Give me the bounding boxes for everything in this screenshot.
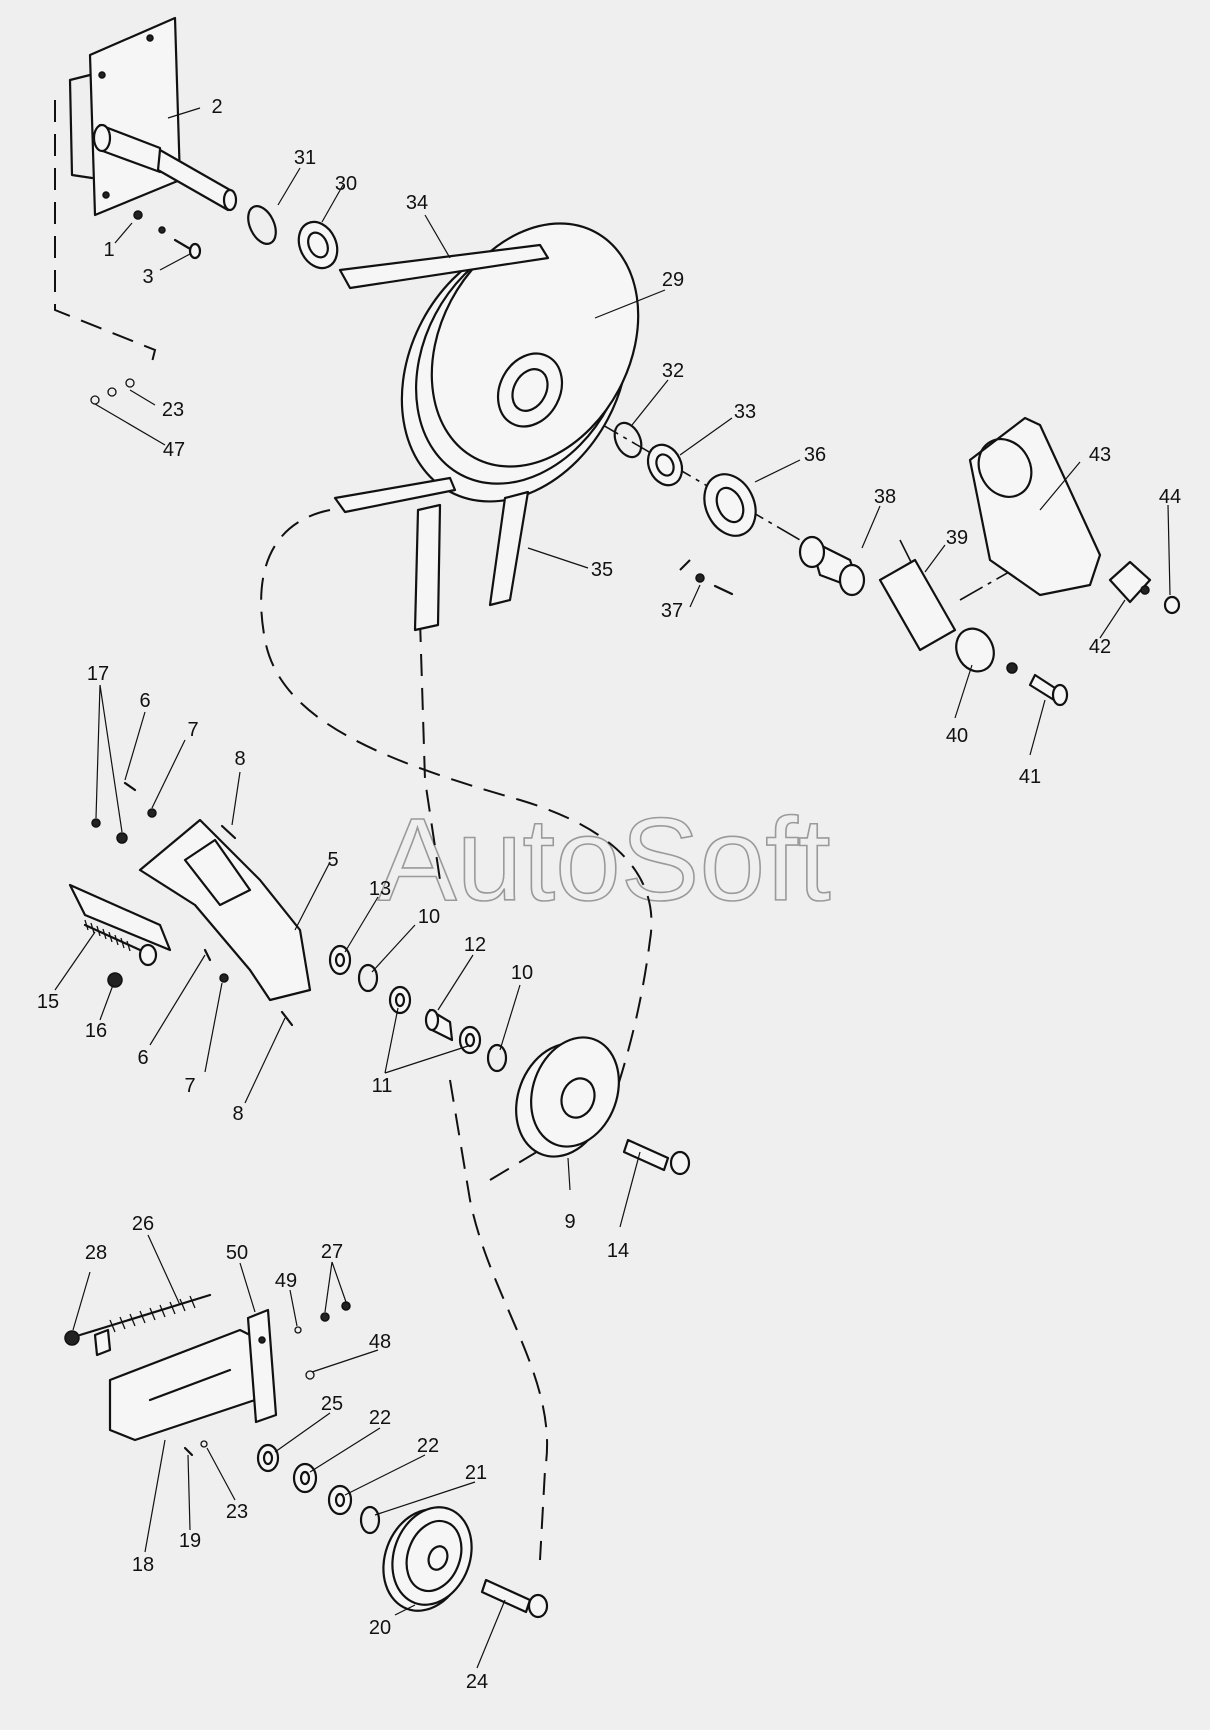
snap-ring-21 [359, 1505, 381, 1535]
callout-28: 28 [85, 1242, 107, 1264]
callout-3: 3 [142, 266, 153, 288]
large-pulley-29 [400, 222, 640, 503]
callout-42: 42 [1089, 636, 1111, 658]
callout-44: 44 [1159, 486, 1181, 508]
callout-30: 30 [335, 173, 357, 195]
callout-6-lower: 6 [137, 1047, 148, 1069]
adjusting-rod-26 [64, 1293, 212, 1346]
mounting-plate-spindle [68, 16, 238, 217]
washer-13 [328, 944, 352, 976]
callout-20: 20 [369, 1617, 391, 1639]
callout-26: 26 [132, 1213, 154, 1235]
callout-31: 31 [294, 147, 316, 169]
bracket-17 [68, 883, 172, 952]
bearing-33 [646, 443, 684, 487]
spring-15 [83, 919, 158, 967]
washer-25 [256, 1443, 280, 1473]
bracket-plate-43 [968, 416, 1102, 597]
washer-40 [955, 627, 995, 673]
callout-8-lower: 8 [232, 1103, 243, 1125]
callout-27: 27 [321, 1241, 343, 1263]
callout-49: 49 [275, 1270, 297, 1292]
leader-lines [54, 107, 1171, 1669]
callout-labels: 2 31 30 34 1 3 29 23 47 32 33 36 43 44 3… [37, 96, 1181, 1693]
snap-ring-10a [357, 963, 379, 993]
callout-10-lower: 10 [511, 962, 533, 984]
callout-19: 19 [179, 1530, 201, 1552]
callout-36: 36 [804, 444, 826, 466]
flange-hub-36 [703, 473, 757, 537]
callout-10-upper: 10 [418, 906, 440, 928]
snap-ring-10b [486, 1043, 508, 1073]
callout-12: 12 [464, 934, 486, 956]
bearing-11a [388, 985, 412, 1015]
callout-41: 41 [1019, 766, 1041, 788]
callout-39: 39 [946, 527, 968, 549]
callout-17: 17 [87, 663, 109, 685]
callout-15: 15 [37, 991, 59, 1013]
idler-pulley-9 [515, 1036, 620, 1158]
callout-43: 43 [1089, 444, 1111, 466]
callout-22-upper: 22 [369, 1407, 391, 1429]
spacer-38 [798, 535, 866, 597]
spacer-12 [424, 1008, 454, 1042]
bearing-22b [327, 1484, 353, 1516]
callout-14: 14 [607, 1240, 629, 1262]
v-belt-34-35 [333, 243, 550, 632]
callout-47: 47 [163, 439, 185, 461]
callout-2: 2 [211, 96, 222, 118]
tension-arm-5 [138, 818, 312, 1002]
callout-37: 37 [661, 600, 683, 622]
snap-ring-31 [247, 205, 277, 245]
callout-24: 24 [466, 1671, 488, 1693]
bolt-37 [695, 573, 734, 596]
plate-50 [246, 1308, 278, 1424]
nut-44 [1140, 585, 1181, 615]
callout-21: 21 [465, 1462, 487, 1484]
callout-18: 18 [132, 1554, 154, 1576]
channel-bracket-18 [93, 1328, 272, 1442]
middle-hardware [91, 781, 294, 1027]
callout-7-upper: 7 [187, 719, 198, 741]
callout-40: 40 [946, 725, 968, 747]
callout-50: 50 [226, 1242, 248, 1264]
snap-ring-32 [613, 421, 643, 459]
callout-23-lower: 23 [226, 1501, 248, 1523]
callout-6-upper: 6 [139, 690, 150, 712]
bolt-14 [622, 1138, 691, 1176]
callout-22-lower: 22 [417, 1435, 439, 1457]
callout-35: 35 [591, 559, 613, 581]
callout-25: 25 [321, 1393, 343, 1415]
idler-pulley-20 [382, 1506, 473, 1612]
callout-7-lower: 7 [184, 1075, 195, 1097]
plate-39 [878, 558, 957, 652]
callout-5: 5 [327, 849, 338, 871]
callout-9: 9 [564, 1211, 575, 1233]
bolt-24 [480, 1578, 549, 1619]
callout-23: 23 [162, 399, 184, 421]
callout-13: 13 [369, 878, 391, 900]
callout-11: 11 [372, 1075, 393, 1097]
callout-34: 34 [406, 192, 428, 214]
callout-48: 48 [369, 1331, 391, 1353]
callout-33: 33 [734, 401, 756, 423]
callout-16: 16 [85, 1020, 107, 1042]
plate-42 [1108, 560, 1152, 604]
callout-32: 32 [662, 360, 684, 382]
bottom-hardware [183, 1301, 351, 1457]
callout-38: 38 [874, 486, 896, 508]
bearing-22a [292, 1462, 318, 1494]
watermark: AutoSoft [378, 794, 831, 926]
bolt-41 [1006, 662, 1069, 707]
bearing-11b [458, 1025, 482, 1055]
bearing-30 [297, 220, 339, 270]
callout-1: 1 [103, 239, 114, 261]
callout-29: 29 [662, 269, 684, 291]
callout-8-upper: 8 [234, 748, 245, 770]
